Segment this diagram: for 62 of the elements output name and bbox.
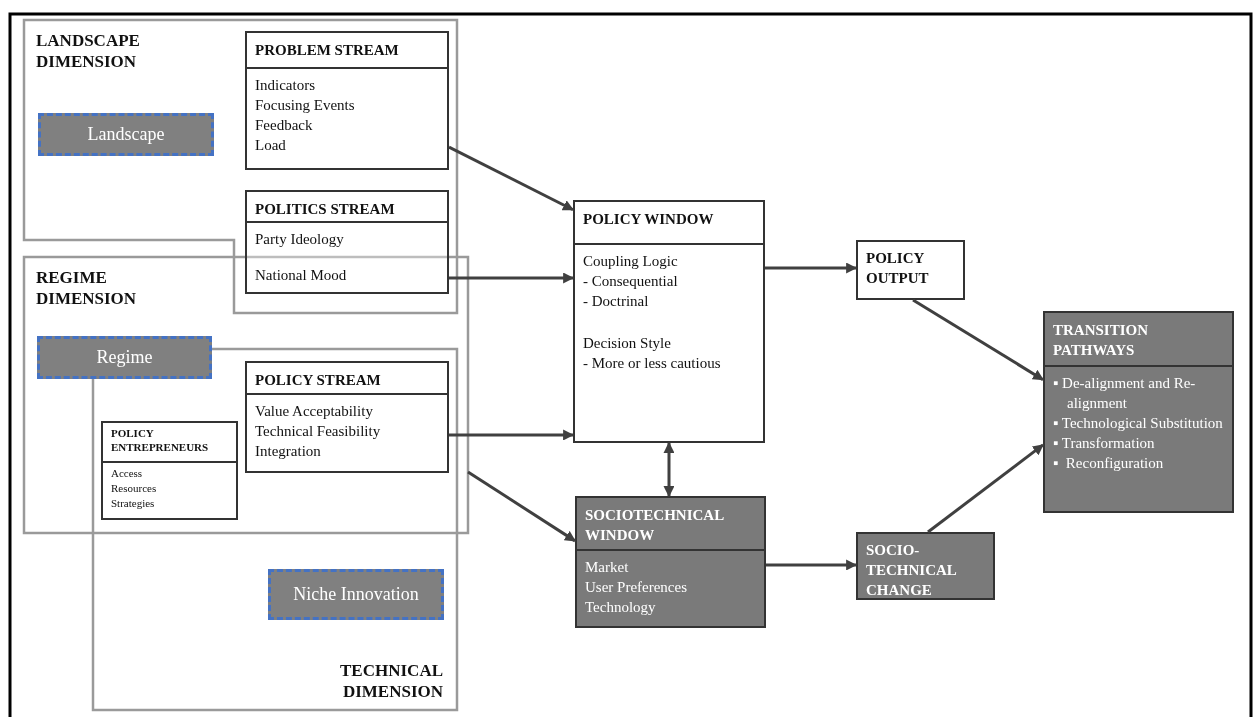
arrow xyxy=(765,262,858,274)
dimension-region xyxy=(24,257,468,533)
bullet-item: ▪ Transformation xyxy=(1053,434,1156,453)
box-heading: TRANSITION PATHWAYS xyxy=(1045,313,1232,367)
list-item: Integration xyxy=(255,442,322,461)
dimension-label: REGIME DIMENSION xyxy=(36,267,138,309)
arrow xyxy=(766,559,858,571)
box-heading: POLICY WINDOW xyxy=(575,202,763,245)
list-item: Feedback xyxy=(255,116,314,135)
arrow xyxy=(663,441,675,498)
list-item: - Doctrinal xyxy=(583,292,650,311)
list-item: Decision Style xyxy=(583,334,672,353)
arrow xyxy=(927,443,1044,534)
pathways-box xyxy=(1043,311,1234,513)
stream-box xyxy=(245,31,449,170)
arrow xyxy=(449,429,575,441)
list-item: Technical Feasibility xyxy=(255,422,382,441)
box-heading: SOCIOTECHNICAL WINDOW xyxy=(577,498,764,551)
box-label: Regime xyxy=(96,347,153,368)
dimension-label: TECHNICAL DIMENSION xyxy=(339,660,443,702)
entrepreneurs-box xyxy=(101,421,238,520)
arrow xyxy=(448,145,574,212)
list-item: - More or less cautious xyxy=(583,354,722,373)
box-heading: POLICY OUTPUT xyxy=(865,249,930,288)
list-item: Access xyxy=(111,466,144,481)
list-item: Strategies xyxy=(111,496,156,511)
list-item: Load xyxy=(255,136,287,155)
dashed-box xyxy=(37,336,212,379)
box-heading: POLICY STREAM xyxy=(247,363,447,395)
window-box xyxy=(573,200,765,443)
list-item: - Consequential xyxy=(583,272,679,291)
list-item: Coupling Logic xyxy=(583,252,679,271)
box-label: Niche Innovation xyxy=(293,584,419,605)
dimension-label: LANDSCAPE DIMENSION xyxy=(36,30,141,72)
list-item: Market xyxy=(585,558,630,577)
list-item: Indicators xyxy=(255,76,316,95)
bullet-item: ▪ Technological Substitution xyxy=(1053,414,1224,433)
box-heading: PROBLEM STREAM xyxy=(247,33,447,69)
arrow xyxy=(449,272,575,284)
list-item: National Mood xyxy=(255,266,348,285)
box-label: Landscape xyxy=(87,124,165,145)
list-item: Value Acceptability xyxy=(255,402,374,421)
dashed-box xyxy=(268,569,444,620)
window-box xyxy=(575,496,766,628)
change-box xyxy=(856,532,995,600)
bullet-item: ▪ Reconfiguration xyxy=(1053,454,1165,473)
list-item: Focusing Events xyxy=(255,96,356,115)
stream-box xyxy=(245,361,449,473)
list-item: Party Ideology xyxy=(255,230,345,249)
arrow xyxy=(912,298,1044,381)
list-item: User Preferences xyxy=(585,578,689,597)
dashed-box xyxy=(38,113,214,156)
list-item: Resources xyxy=(111,481,158,496)
dimension-region xyxy=(93,349,457,710)
box-heading: POLICY ENTREPRENEURS xyxy=(103,423,236,463)
output-box xyxy=(856,240,965,300)
box-heading: POLITICS STREAM xyxy=(247,192,447,223)
arrow xyxy=(467,470,576,543)
box-heading: SOCIO-TECHNICAL CHANGE xyxy=(865,541,958,600)
dimension-region xyxy=(24,20,457,313)
bullet-item: ▪ De-alignment and Re-alignment xyxy=(1053,374,1197,413)
list-item: Technology xyxy=(585,598,657,617)
